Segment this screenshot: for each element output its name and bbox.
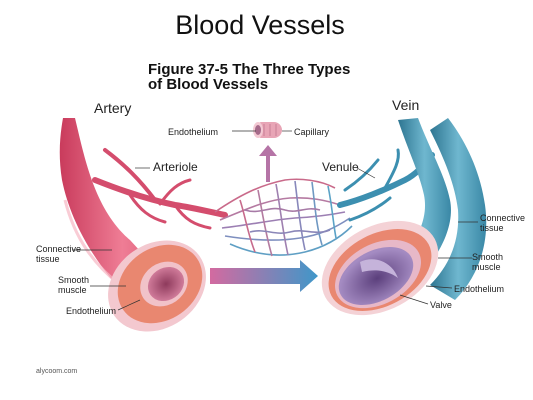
leader-lines <box>72 130 478 311</box>
smooth-muscle-left-line1: Smooth <box>58 275 90 285</box>
vein-cross-section <box>321 220 439 316</box>
smooth-muscle-right-label: Smooth muscle <box>472 252 503 272</box>
artery-cross-section <box>108 240 206 332</box>
capillary-network <box>214 178 353 257</box>
venule-label: Venule <box>322 160 359 174</box>
valve-flap <box>360 259 398 278</box>
figure-caption-line2: of Blood Vessels <box>148 76 269 93</box>
connective-tissue-right-line1: Connective <box>480 213 526 223</box>
arteriole-branches <box>92 148 228 230</box>
connective-tissue-right-line2: tissue <box>480 223 504 233</box>
connective-tissue-left-line2: tissue <box>36 254 60 264</box>
figure-caption: Figure 37-5 The Three Types of Blood Ves… <box>148 62 350 92</box>
smooth-muscle-right-line1: Smooth <box>472 252 504 262</box>
capillary-inset <box>253 122 282 182</box>
arteriole-label: Arteriole <box>153 160 198 174</box>
connective-tissue-right-label: Connective tissue <box>480 213 525 233</box>
smooth-muscle-left-label: Smooth muscle <box>58 275 89 295</box>
figure-caption-line1: Figure 37-5 The Three Types <box>148 61 351 78</box>
flow-arrow <box>210 260 318 292</box>
connective-tissue-left-label: Connective tissue <box>36 244 81 264</box>
endothelium-left-label: Endothelium <box>66 306 117 316</box>
capillary-up-arrow <box>259 145 277 182</box>
vein-label: Vein <box>392 97 420 113</box>
slide-title: Blood Vessels <box>175 10 345 40</box>
valve-label: Valve <box>430 300 452 310</box>
capillary-label: Capillary <box>294 127 330 137</box>
endothelium-right-label: Endothelium <box>454 284 505 294</box>
artery-label: Artery <box>94 100 132 116</box>
smooth-muscle-left-line2: muscle <box>58 285 87 295</box>
artery <box>59 118 206 332</box>
endothelium-top-label: Endothelium <box>168 127 219 137</box>
image-credit: alycoom.com <box>36 368 78 375</box>
smooth-muscle-right-line2: muscle <box>472 262 501 272</box>
connective-tissue-left-line1: Connective <box>36 244 82 254</box>
vein <box>321 118 487 316</box>
